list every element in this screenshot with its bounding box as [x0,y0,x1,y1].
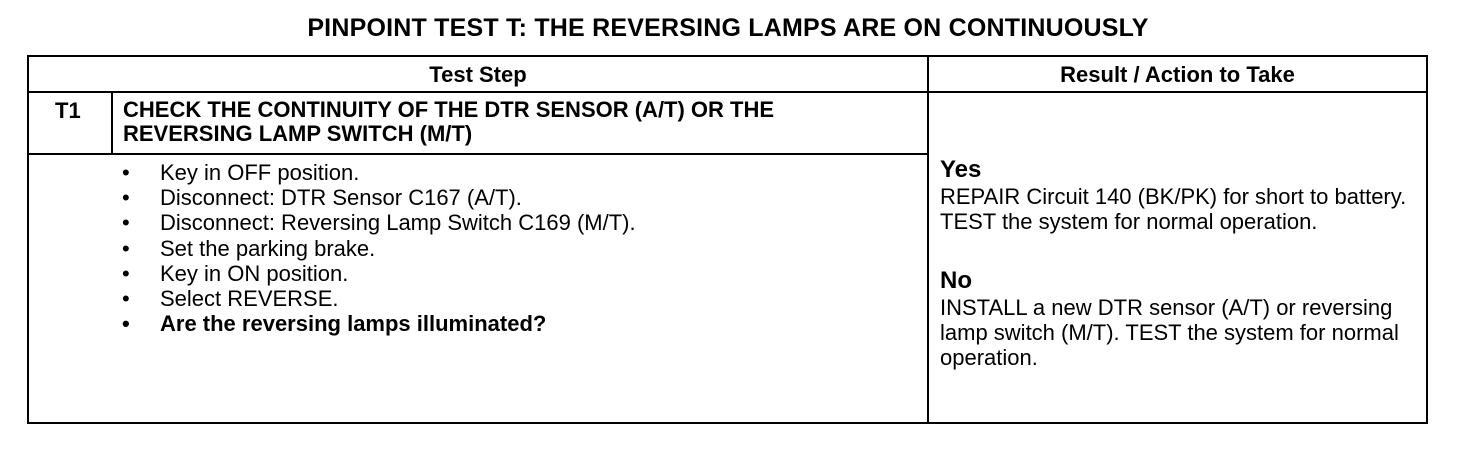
list-item: Key in OFF position. [122,160,636,185]
step-id-divider [111,93,113,153]
list-item: Disconnect: Reversing Lamp Switch C169 (… [122,210,636,235]
step-title-divider [29,153,927,155]
list-item-question: Are the reversing lamps illuminated? [122,311,636,336]
column-divider [927,57,929,422]
list-item: Set the parking brake. [122,236,636,261]
header-result-action: Result / Action to Take [1060,62,1295,87]
list-item: Disconnect: DTR Sensor C167 (A/T). [122,185,636,210]
step-instructions: Key in OFF position. Disconnect: DTR Sen… [122,160,636,337]
list-item: Key in ON position. [122,261,636,286]
pinpoint-test-table: Test Step Result / Action to Take T1 CHE… [27,55,1428,424]
result-yes-text: REPAIR Circuit 140 (BK/PK) for short to … [940,184,1407,234]
step-id: T1 [55,98,81,123]
result-yes-label: Yes [940,156,982,183]
header-divider [29,91,1426,93]
header-test-step: Test Step [429,62,527,87]
list-item: Select REVERSE. [122,286,636,311]
page-title: PINPOINT TEST T: THE REVERSING LAMPS ARE… [307,14,1149,42]
result-no-label: No [940,267,972,294]
result-no-text: INSTALL a new DTR sensor (A/T) or revers… [940,295,1399,370]
step-title: CHECK THE CONTINUITY OF THE DTR SENSOR (… [123,97,775,146]
